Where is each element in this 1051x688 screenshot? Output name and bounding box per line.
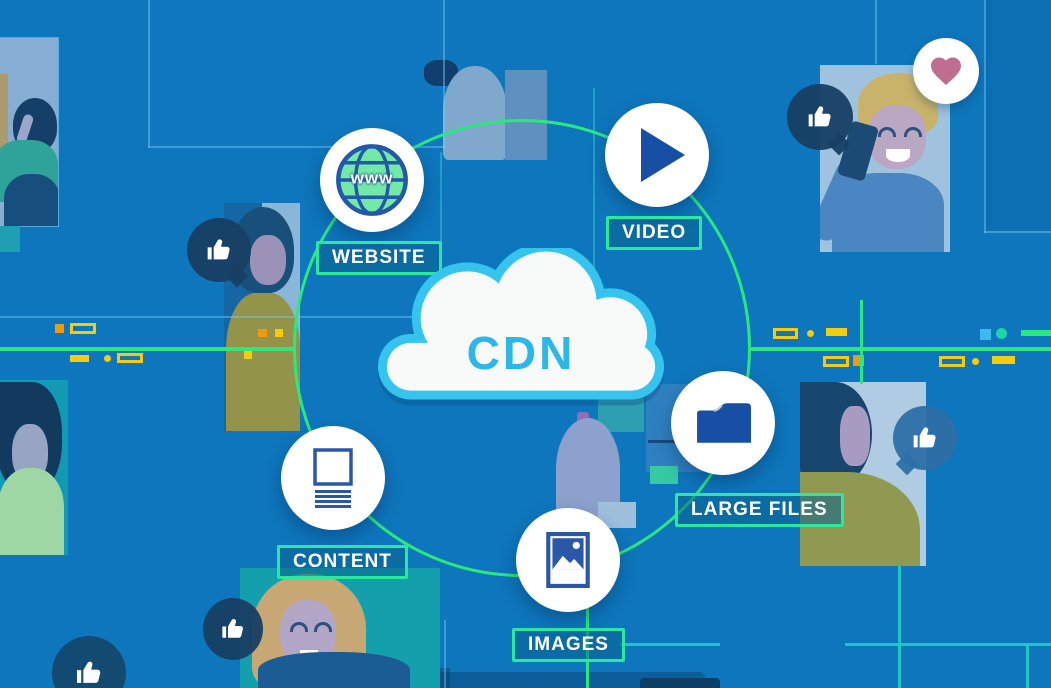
node-website: www <box>320 128 424 232</box>
shirt <box>258 652 410 688</box>
thumbs-up-icon <box>808 106 831 127</box>
grid-line <box>148 146 446 148</box>
packet-dash <box>807 330 814 337</box>
packet-dash <box>70 323 96 334</box>
www-text: www <box>350 168 394 188</box>
bottom-dark-band <box>430 672 705 688</box>
packet-dash <box>55 324 64 333</box>
packet-dash <box>244 351 252 359</box>
screen-shape <box>0 74 8 150</box>
node-images <box>516 508 620 612</box>
cloud-icon <box>377 242 665 400</box>
like-badge <box>893 406 957 476</box>
label-images: IMAGES <box>512 628 625 662</box>
person-head <box>4 174 58 226</box>
packet-dash <box>773 328 798 339</box>
thumbs-up-icon <box>76 661 101 683</box>
eye <box>290 622 308 632</box>
node-large-files <box>671 371 775 475</box>
packet-dash <box>117 353 143 363</box>
packet-dash <box>980 329 991 340</box>
packet-dash <box>826 328 847 336</box>
label-video: VIDEO <box>606 216 703 250</box>
cdn-cloud: CDN <box>372 242 670 406</box>
cdn-title: CDN <box>466 327 576 379</box>
bg-tile <box>985 0 1051 231</box>
packet-dash <box>972 358 979 365</box>
face <box>250 235 286 285</box>
packet-dash <box>275 329 283 337</box>
network-line-left <box>0 347 294 351</box>
shirt <box>0 468 64 555</box>
grid-line <box>984 231 1051 233</box>
grid-line <box>444 620 446 688</box>
packet-dash <box>823 356 849 367</box>
packet-dash <box>258 329 267 337</box>
play-icon <box>641 128 685 182</box>
thumbs-up-icon <box>207 239 230 260</box>
eye <box>904 127 922 137</box>
face <box>840 406 870 466</box>
packet-dash <box>853 355 864 366</box>
node-video <box>605 103 709 207</box>
grid-line <box>875 0 877 64</box>
bottom-dark-shape <box>640 678 720 688</box>
like-badge <box>787 84 853 156</box>
grid-line <box>898 566 901 688</box>
globe-www-icon: www <box>334 142 410 218</box>
label-large-files: LARGE FILES <box>675 493 844 527</box>
photo-tile-woman-bob <box>0 380 68 555</box>
network-line-vertical <box>860 300 863 384</box>
shirt <box>226 293 300 431</box>
packet-dash <box>1021 330 1051 336</box>
like-badge <box>187 218 251 288</box>
grid-line <box>620 643 720 646</box>
packet-dash <box>70 355 89 362</box>
folder-icon <box>697 403 751 443</box>
thumbs-up-icon <box>222 619 243 638</box>
heart-icon <box>931 57 961 86</box>
eye <box>878 127 896 137</box>
grid-line <box>1026 643 1029 688</box>
photo-tile-woman-blonde <box>240 568 440 688</box>
like-badge <box>203 598 263 660</box>
packet-dash <box>104 355 111 362</box>
grid-line <box>148 0 150 148</box>
node-content <box>281 426 385 530</box>
packet-dash <box>996 328 1007 339</box>
packet-dash <box>939 356 965 367</box>
picture-icon <box>546 532 590 588</box>
photo-tile-happy-man <box>820 65 950 252</box>
bg-tile <box>0 226 20 252</box>
like-badge <box>52 636 126 688</box>
article-icon <box>313 448 353 508</box>
photo-tile-audience <box>0 37 59 227</box>
eye <box>314 622 332 632</box>
grid-line <box>0 316 446 318</box>
grid-line <box>845 643 1051 646</box>
grid-line <box>443 0 445 148</box>
heart-badge <box>913 38 979 104</box>
grid-line <box>984 0 986 233</box>
bg-tile <box>148 0 443 146</box>
label-content: CONTENT <box>277 545 408 579</box>
thumbs-up-icon <box>913 427 936 448</box>
label-website: WEBSITE <box>316 241 442 275</box>
smile <box>886 149 910 162</box>
packet-dash <box>992 356 1015 364</box>
network-line-right <box>751 347 1051 351</box>
